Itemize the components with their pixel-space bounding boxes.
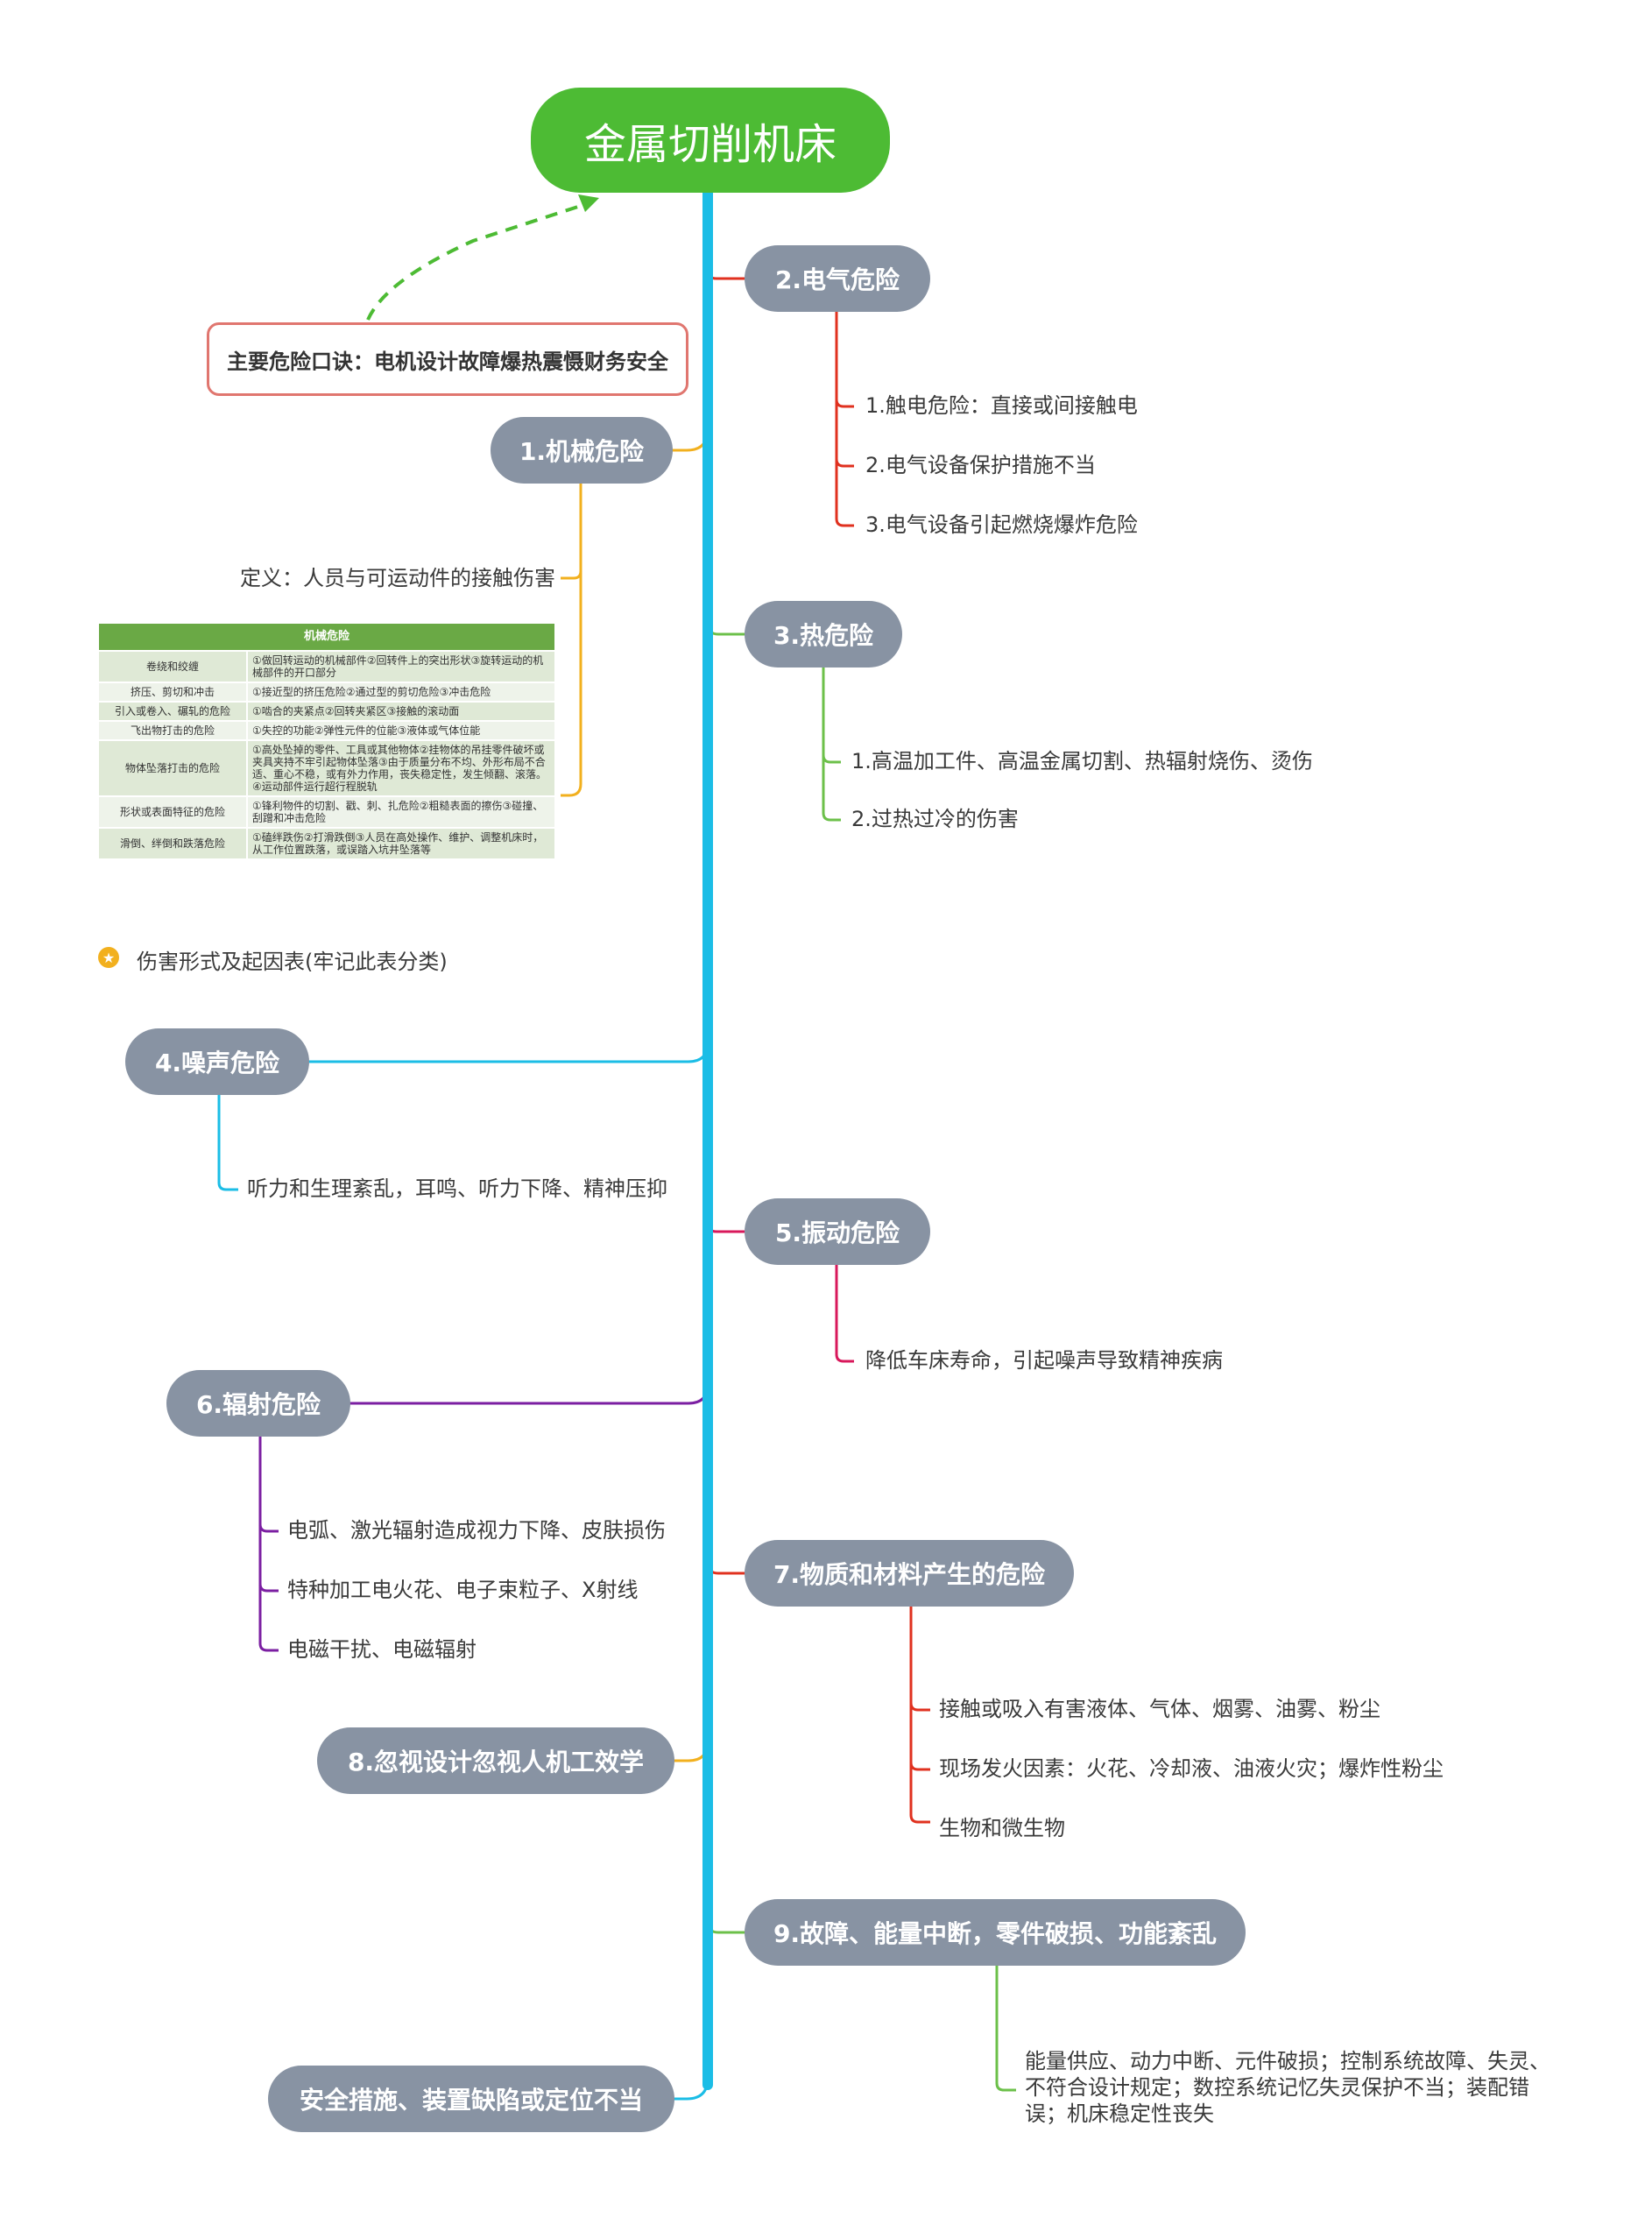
leaf-electrical-2[interactable]: 2.电气设备保护措施不当	[865, 453, 1096, 477]
connector-b9	[706, 1921, 745, 1934]
arrow-head	[578, 194, 599, 212]
root-topic[interactable]: 金属切削机床	[531, 88, 890, 193]
table-row: 引入或卷入、碾轧的危险 ①啮合的夹紧点②回转夹紧区③接触的滚动面	[99, 701, 554, 721]
branch-ergonomics[interactable]: 8.忽视设计忽视人机工效学	[317, 1727, 674, 1794]
leaf-electrical-3[interactable]: 3.电气设备引起燃烧爆炸危险	[865, 512, 1138, 537]
branch-material[interactable]: 7.物质和材料产生的危险	[745, 1540, 1074, 1607]
connector-b6	[349, 1383, 710, 1405]
table-row: 滑倒、绊倒和跌落危险 ①磕绊跌伤②打滑跌倒③人员在高处操作、维护、调整机床时，从…	[99, 827, 554, 858]
connector-b2	[706, 194, 745, 280]
connector-b5	[706, 1222, 745, 1233]
callout-arrow	[366, 201, 589, 321]
branch-failure[interactable]: 9.故障、能量中断，零件破损、功能紊乱	[745, 1899, 1246, 1966]
connector-b7	[706, 1562, 745, 1575]
branch-radiation[interactable]: 6.辐射危险	[166, 1370, 350, 1437]
table-row: 形状或表面特征的危险 ①锋利物件的切割、戳、刺、扎危险②粗糙表面的擦伤③碰撞、刮…	[99, 795, 554, 828]
table-row: 物体坠落打击的危险 ①高处坠掉的零件、工具或其他物体②挂物体的吊挂零件破坏或夹具…	[99, 739, 554, 796]
leaf-electrical-1[interactable]: 1.触电危险：直接或间接触电	[865, 393, 1138, 418]
leaf-radiation-1[interactable]: 电弧、激光辐射造成视力下降、皮肤损伤	[287, 1518, 666, 1543]
leaf-radiation-2[interactable]: 特种加工电火花、电子束粒子、X射线	[287, 1578, 639, 1602]
branch-vibration[interactable]: 5.振动危险	[745, 1198, 930, 1265]
leaf-thermal-1[interactable]: 1.高温加工件、高温金属切割、热辐射烧伤、烫伤	[851, 749, 1313, 773]
leaf-material-3[interactable]: 生物和微生物	[939, 1816, 1065, 1840]
branch-safety-devices[interactable]: 安全措施、装置缺陷或定位不当	[268, 2066, 674, 2132]
branch-mechanical[interactable]: 1.机械危险	[491, 417, 673, 484]
table-caption[interactable]: 伤害形式及起因表(牢记此表分类)	[137, 950, 448, 974]
mnemonic-callout[interactable]: 主要危险口诀：电机设计故障爆热震慑财务安全	[207, 322, 688, 396]
branch-thermal[interactable]: 3.热危险	[745, 601, 902, 667]
table-row: 飞出物打击的危险 ①失控的功能②弹性元件的位能③液体或气体位能	[99, 720, 554, 740]
connector-b4	[307, 1042, 710, 1063]
table-row: 卷绕和绞缠 ①做回转运动的机械部件②回转件上的突出形状③旋转运动的机械部件的开口…	[99, 650, 554, 682]
leaf-material-2[interactable]: 现场发火因素：火花、冷却液、油液火灾；爆炸性粉尘	[939, 1756, 1444, 1781]
branch-electrical[interactable]: 2.电气危险	[745, 245, 930, 312]
connector-b3	[706, 623, 745, 636]
leaf-radiation-3[interactable]: 电磁干扰、电磁辐射	[287, 1637, 477, 1662]
leaf-thermal-2[interactable]: 2.过热过冷的伤害	[851, 807, 1019, 831]
star-icon: ★	[98, 947, 119, 968]
table-title: 机械危险	[99, 624, 554, 651]
branch-noise[interactable]: 4.噪声危险	[125, 1028, 309, 1095]
leaf-material-1[interactable]: 接触或吸入有害液体、气体、烟雾、油雾、粉尘	[939, 1697, 1380, 1721]
table-row: 挤压、剪切和冲击 ①接近型的挤压危险②通过型的剪切危险③冲击危险	[99, 682, 554, 702]
mechanical-hazard-table: 机械危险 卷绕和绞缠 ①做回转运动的机械部件②回转件上的突出形状③旋转运动的机械…	[99, 624, 554, 858]
leaf-vibration-1[interactable]: 降低车床寿命，引起噪声导致精神疾病	[865, 1348, 1223, 1373]
leaf-failure-1[interactable]: 能量供应、动力中断、元件破损；控制系统故障、失灵、不符合设计规定；数控系统记忆失…	[1025, 2049, 1550, 2126]
leaf-mechanical-definition[interactable]: 定义：人员与可运动件的接触伤害	[240, 566, 555, 590]
leaf-noise-1[interactable]: 听力和生理紊乱，耳鸣、听力下降、精神压抑	[247, 1176, 667, 1201]
